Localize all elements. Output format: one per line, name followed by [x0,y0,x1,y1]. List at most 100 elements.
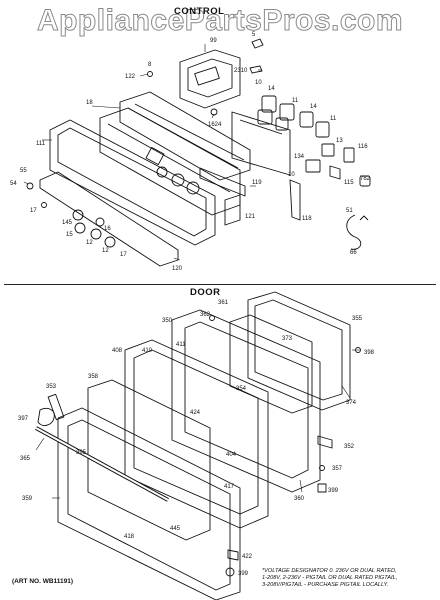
callout-12-a: 12 [86,240,93,246]
callout-8: 8 [148,62,152,68]
callout-14-b: 14 [310,104,317,110]
callout-2310: 2310 [234,68,248,74]
callout-404: 404 [226,452,237,458]
callout-361: 361 [218,300,229,306]
callout-12-b: 12 [102,248,109,254]
part-350-door-liner [171,309,321,493]
part-12-knob-b [104,236,116,248]
callout-410: 410 [142,348,153,354]
part-17-screw [41,202,47,208]
part-352-bracket [317,435,333,449]
voltage-note: *VOLTAGE DESIGNATOR 0. 236V OR DUAL RATE… [262,568,438,589]
part-10-side-bracket [231,111,291,176]
callout-66: 66 [350,250,357,256]
voltage-note-line: 3-208V/PIGTAIL - PURCHASE PIGTAIL LOCALL… [262,582,389,588]
door-section-title: DOOR [190,287,221,298]
callout-350: 350 [162,318,173,324]
callout-422: 422 [242,554,253,560]
part-13-relay [305,143,335,173]
part-15-knob [74,222,86,234]
part-8-screw [147,71,153,77]
part-5-clip [251,38,264,49]
callout-399-b: 399 [238,571,249,577]
part-14-switch-a [257,95,277,125]
callout-10-top: 10 [255,80,262,86]
callout-782: 782 [360,176,371,182]
callout-373: 373 [282,336,293,342]
callout-417: 417 [224,484,235,490]
part-14-switch-b [299,111,314,128]
callout-10-side: 10 [288,172,295,178]
callout-17-b: 17 [120,252,127,258]
part-121-endcap [224,194,241,226]
callout-418: 418 [124,534,135,540]
callout-15: 15 [66,232,73,238]
part-51-harness [346,214,369,250]
voltage-note-line: *VOLTAGE DESIGNATOR 0. 236V OR DUAL RATE… [262,568,397,574]
callout-51: 51 [346,208,353,214]
part-16-knob [95,217,105,227]
callout-54: 54 [10,181,17,187]
part-99-bracket [179,49,241,109]
callout-18: 18 [86,100,93,106]
callout-445: 445 [170,526,181,532]
callout-352: 352 [344,444,355,450]
callout-121: 121 [245,214,256,220]
callout-134: 134 [294,154,305,160]
art-number: (ART NO. WB11191) [12,578,74,585]
part-359-front-frame [57,407,241,600]
callout-398: 398 [364,350,375,356]
part-120-trim [39,171,179,267]
callout-362: 362 [200,312,211,318]
part-116-terminal [343,147,355,163]
part-373-glass [229,314,313,414]
part-399-clip-b [225,567,235,577]
section-divider [4,284,436,285]
callout-122: 122 [125,74,136,80]
callout-116: 116 [358,144,368,150]
callout-118: 118 [302,216,312,222]
callout-1624: 1624 [208,122,222,128]
callout-374: 374 [346,400,357,406]
callout-115: 115 [344,180,354,186]
callout-99: 99 [210,38,217,44]
callout-408: 408 [112,348,123,354]
part-422-bracket [227,549,239,561]
part-111-console-frame [49,119,216,246]
part-399-clip-a [317,483,327,493]
callout-11-b: 11 [330,116,337,122]
part-353-hinge [47,393,65,421]
part-11-switch-b [315,121,330,138]
callout-13: 13 [336,138,343,144]
callout-11-a: 11 [292,98,299,104]
callout-424: 424 [190,410,201,416]
part-408-inner-panel [124,339,269,529]
callout-55: 55 [20,168,27,174]
callout-399-a: 399 [328,488,339,494]
part-355-outer-frame [247,291,351,411]
part-54-screw [26,182,34,190]
part-12-knob-a [90,228,102,240]
part-145-knob [72,209,84,221]
part-397-handle-end [37,407,55,426]
part-362-screw [209,315,215,321]
callout-355: 355 [352,316,363,322]
part-357-screw [319,465,325,471]
part-1624-screw [210,108,218,116]
callout-14-a: 14 [268,86,275,92]
part-118-bracket [289,179,301,221]
part-2310-fastener [249,65,263,74]
callout-357: 357 [332,466,343,472]
callout-17-a: 17 [30,208,37,214]
part-119-strip [199,167,246,197]
callout-120: 120 [172,266,183,272]
callout-353: 353 [46,384,57,390]
callout-5: 5 [252,32,256,38]
callout-395: 395 [76,450,87,456]
callout-365: 365 [20,456,31,462]
callout-labels: 99 5 122 8 2310 10 18 1624 14 11 14 11 1… [10,32,375,577]
callout-16: 16 [104,226,111,232]
callout-397: 397 [18,416,29,422]
callout-354: 354 [236,386,247,392]
